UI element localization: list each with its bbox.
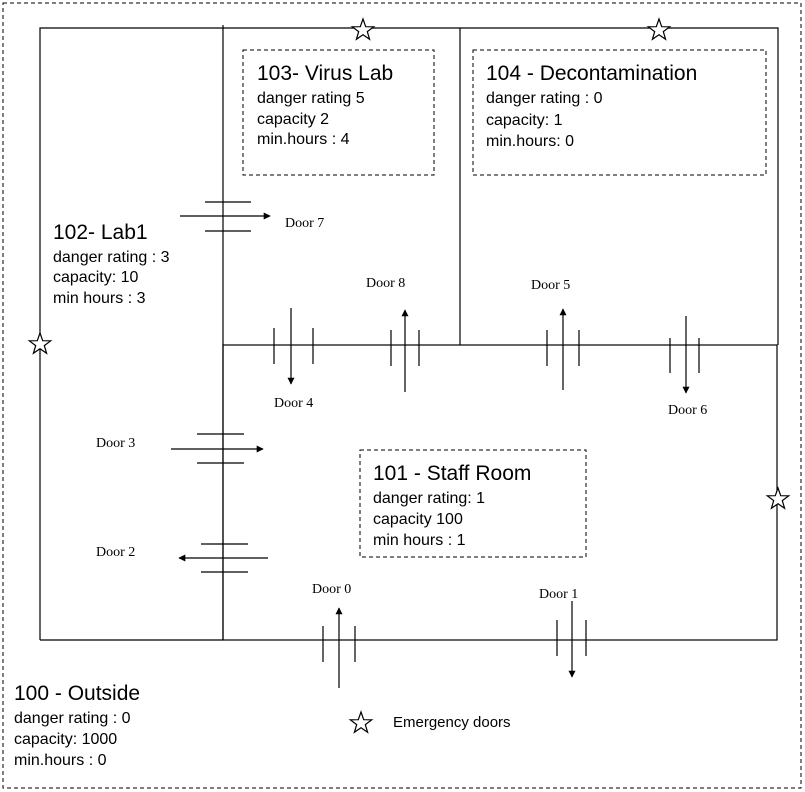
lab1-min-hours: min hours : 3 — [53, 290, 146, 307]
star-icon — [646, 17, 672, 41]
staff-room-title: 101 - Staff Room — [373, 462, 531, 485]
outside-danger: danger rating : 0 — [14, 710, 131, 727]
legend-star-icon — [348, 710, 374, 734]
lab1-capacity: capacity: 10 — [53, 269, 138, 286]
door-6-label: Door 6 — [668, 403, 707, 418]
door-6-symbol — [669, 316, 700, 394]
virus-lab-title: 103- Virus Lab — [257, 62, 393, 85]
staff-room-box — [359, 449, 587, 558]
virus-lab-box — [242, 49, 435, 176]
door-3-symbol — [171, 433, 264, 464]
staff-room-danger: danger rating: 1 — [373, 490, 485, 507]
door-1-label: Door 1 — [539, 587, 578, 602]
decontamination-capacity: capacity: 1 — [486, 112, 563, 129]
virus-lab-capacity: capacity 2 — [257, 111, 329, 128]
star-icon — [765, 486, 791, 510]
lab1-danger: danger rating : 3 — [53, 249, 170, 266]
virus-lab-min-hours: min.hours : 4 — [257, 131, 350, 148]
door-0-label: Door 0 — [312, 582, 351, 597]
decontamination-box — [472, 49, 767, 176]
door-2-label: Door 2 — [96, 545, 135, 560]
decontamination-min-hours: min.hours: 0 — [486, 133, 574, 150]
door-1-symbol — [556, 601, 587, 678]
door-0-symbol — [322, 607, 356, 688]
virus-lab-danger: danger rating 5 — [257, 90, 365, 107]
door-5-symbol — [546, 308, 580, 390]
legend-label: Emergency doors — [393, 714, 511, 731]
door-7-label: Door 7 — [285, 216, 324, 231]
star-icon — [350, 17, 376, 41]
outside-capacity: capacity: 1000 — [14, 731, 117, 748]
decontamination-title: 104 - Decontamination — [486, 62, 697, 85]
lab1-title: 102- Lab1 — [53, 221, 148, 244]
door-7-symbol — [180, 201, 271, 232]
door-5-label: Door 5 — [531, 278, 570, 293]
star-icon — [27, 331, 53, 355]
door-8-label: Door 8 — [366, 276, 405, 291]
decontamination-danger: danger rating : 0 — [486, 90, 603, 107]
outside-min-hours: min.hours : 0 — [14, 752, 107, 769]
staff-room-capacity: capacity 100 — [373, 511, 463, 528]
staff-room-min-hours: min hours : 1 — [373, 532, 466, 549]
door-4-label: Door 4 — [274, 396, 313, 411]
outside-title: 100 - Outside — [14, 682, 140, 705]
door-3-label: Door 3 — [96, 436, 135, 451]
door-2-symbol — [178, 543, 268, 573]
door-4-symbol — [273, 308, 314, 385]
door-8-symbol — [390, 309, 420, 392]
